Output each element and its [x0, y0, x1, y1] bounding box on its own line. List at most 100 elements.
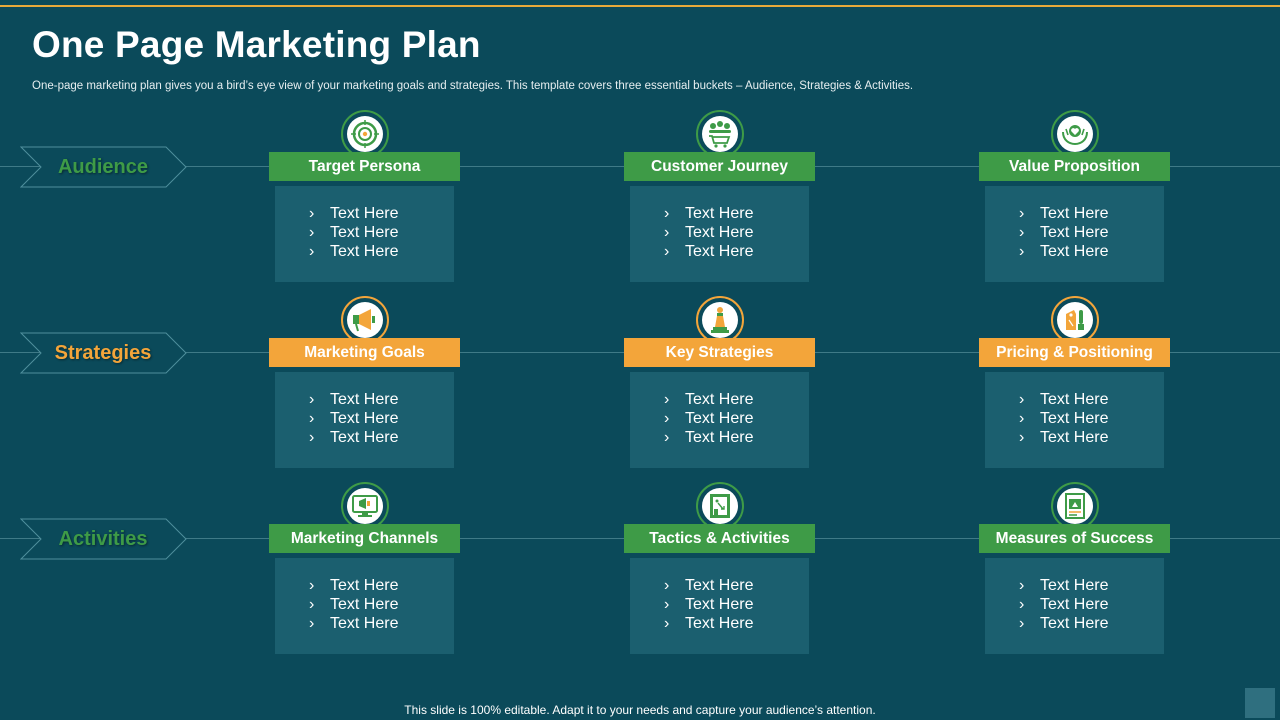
- list-item: ›Text Here: [1019, 615, 1109, 632]
- bullet-chevron-icon: ›: [1019, 243, 1025, 260]
- arrow-tag-shape: [20, 518, 187, 560]
- row-label-text: Audience: [57, 156, 149, 178]
- key-strategies-icon-badge: [696, 296, 744, 344]
- card-body: ›Text Here ›Text Here ›Text Here: [630, 372, 809, 468]
- card-body: ›Text Here ›Text Here ›Text Here: [630, 558, 809, 654]
- bullet-chevron-icon: ›: [664, 224, 670, 241]
- list-item: ›Text Here: [1019, 596, 1109, 613]
- card-heading: Tactics & Activities: [624, 524, 815, 553]
- list-item: ›Text Here: [664, 410, 754, 427]
- marketing-channels-icon-badge: [341, 482, 389, 530]
- bullet-chevron-icon: ›: [664, 596, 670, 613]
- list-item: ›Text Here: [309, 243, 399, 260]
- bullet-chevron-icon: ›: [664, 429, 670, 446]
- bullet-chevron-icon: ›: [309, 615, 315, 632]
- list-item: ›Text Here: [309, 224, 399, 241]
- row-label-activities: Activities: [20, 518, 188, 560]
- card-heading: Target Persona: [269, 152, 460, 181]
- footer-note: This slide is 100% editable. Adapt it to…: [404, 703, 876, 717]
- bullet-chevron-icon: ›: [309, 205, 315, 222]
- target-icon: [351, 120, 379, 148]
- bullet-chevron-icon: ›: [664, 243, 670, 260]
- list-item: ›Text Here: [1019, 205, 1109, 222]
- corner-square: [1245, 688, 1275, 718]
- list-item: ›Text Here: [309, 577, 399, 594]
- list-item: ›Text Here: [1019, 224, 1109, 241]
- list-item: ›Text Here: [1019, 391, 1109, 408]
- bullet-chevron-icon: ›: [1019, 577, 1025, 594]
- list-item: ›Text Here: [309, 615, 399, 632]
- card-heading: Value Proposition: [979, 152, 1170, 181]
- list-item: ›Text Here: [664, 243, 754, 260]
- card-heading: Measures of Success: [979, 524, 1170, 553]
- bullet-chevron-icon: ›: [309, 429, 315, 446]
- bullet-chevron-icon: ›: [309, 391, 315, 408]
- list-item: ›Text Here: [664, 224, 754, 241]
- list-item: ›Text Here: [309, 391, 399, 408]
- shopping-cart-people-icon: [709, 121, 731, 148]
- list-item: ›Text Here: [309, 205, 399, 222]
- bullet-chevron-icon: ›: [309, 410, 315, 427]
- bullet-chevron-icon: ›: [309, 224, 315, 241]
- card-body: ›Text Here ›Text Here ›Text Here: [985, 186, 1164, 282]
- target-persona-icon-badge: [341, 110, 389, 158]
- arrow-tag-shape: [20, 332, 187, 374]
- card-body: ›Text Here ›Text Here ›Text Here: [275, 186, 454, 282]
- bullet-chevron-icon: ›: [1019, 429, 1025, 446]
- page-subtitle: One-page marketing plan gives you a bird…: [32, 80, 914, 92]
- list-item: ›Text Here: [664, 429, 754, 446]
- bullet-chevron-icon: ›: [1019, 615, 1025, 632]
- arrow-tag-shape: [20, 146, 187, 188]
- list-item: ›Text Here: [1019, 243, 1109, 260]
- list-item: ›Text Here: [664, 615, 754, 632]
- bullet-chevron-icon: ›: [309, 596, 315, 613]
- tactics-activities-icon-badge: [696, 482, 744, 530]
- bullet-chevron-icon: ›: [664, 391, 670, 408]
- bullet-chevron-icon: ›: [1019, 410, 1025, 427]
- bullet-chevron-icon: ›: [1019, 391, 1025, 408]
- list-item: ›Text Here: [664, 577, 754, 594]
- bullet-chevron-icon: ›: [309, 577, 315, 594]
- card-body: ›Text Here ›Text Here ›Text Here: [275, 372, 454, 468]
- row-label-audience: Audience: [20, 146, 188, 188]
- bullet-chevron-icon: ›: [664, 577, 670, 594]
- row-label-text: Activities: [58, 528, 148, 550]
- card-heading: Key Strategies: [624, 338, 815, 367]
- pricing-positioning-icon-badge: [1051, 296, 1099, 344]
- customer-journey-icon-badge: [696, 110, 744, 158]
- top-accent-line: [0, 5, 1280, 7]
- bullet-chevron-icon: ›: [664, 410, 670, 427]
- price-tag-icon: [1066, 310, 1084, 330]
- bullet-chevron-icon: ›: [309, 243, 315, 260]
- hand-heart-icon: [1062, 125, 1088, 146]
- card-body: ›Text Here ›Text Here ›Text Here: [275, 558, 454, 654]
- row-label-text: Strategies: [54, 342, 152, 364]
- bullet-chevron-icon: ›: [664, 205, 670, 222]
- card-body: ›Text Here ›Text Here ›Text Here: [630, 186, 809, 282]
- list-item: ›Text Here: [1019, 410, 1109, 427]
- strategy-board-icon: [710, 494, 730, 518]
- chess-piece-icon: [711, 307, 729, 333]
- list-item: ›Text Here: [1019, 577, 1109, 594]
- card-body: ›Text Here ›Text Here ›Text Here: [985, 558, 1164, 654]
- bullet-chevron-icon: ›: [1019, 596, 1025, 613]
- list-item: ›Text Here: [664, 596, 754, 613]
- list-item: ›Text Here: [664, 391, 754, 408]
- list-item: ›Text Here: [309, 410, 399, 427]
- list-item: ›Text Here: [309, 429, 399, 446]
- value-proposition-icon-badge: [1051, 110, 1099, 158]
- bullet-chevron-icon: ›: [1019, 224, 1025, 241]
- bullet-chevron-icon: ›: [664, 615, 670, 632]
- card-heading: Pricing & Positioning: [979, 338, 1170, 367]
- marketing-goals-icon-badge: [341, 296, 389, 344]
- report-chart-icon: [1065, 493, 1085, 519]
- card-heading: Marketing Goals: [269, 338, 460, 367]
- card-heading: Marketing Channels: [269, 524, 460, 553]
- list-item: ›Text Here: [664, 205, 754, 222]
- card-heading: Customer Journey: [624, 152, 815, 181]
- measures-of-success-icon-badge: [1051, 482, 1099, 530]
- list-item: ›Text Here: [309, 596, 399, 613]
- page-title: One Page Marketing Plan: [32, 24, 481, 65]
- bullet-chevron-icon: ›: [1019, 205, 1025, 222]
- monitor-megaphone-icon: [352, 495, 378, 517]
